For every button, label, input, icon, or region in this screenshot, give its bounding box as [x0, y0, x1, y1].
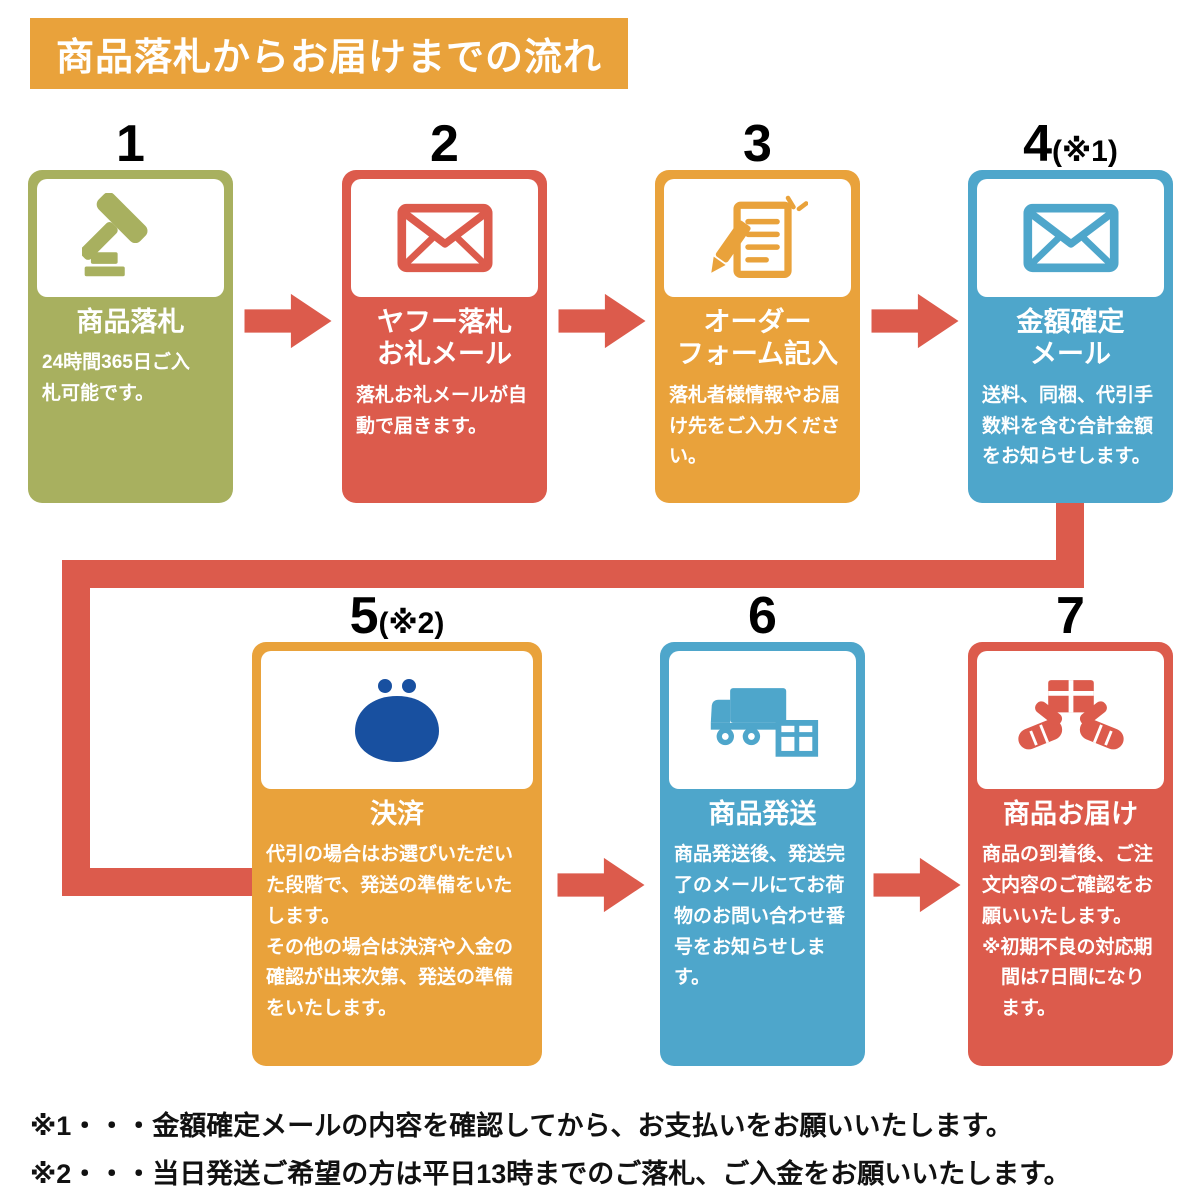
step-card-6: 商品発送 商品発送後、発送完 了のメールにてお荷 物のお問い合わせ番 号をお知ら…	[660, 642, 865, 1066]
step-description: 商品発送後、発送完 了のメールにてお荷 物のお問い合わせ番 号をお知らせします。	[674, 844, 846, 989]
coin-purse-icon	[261, 651, 533, 789]
step-title: オーダー フォーム記入	[676, 307, 839, 370]
step-title: 商品お届け	[1003, 799, 1138, 829]
step-number-text: 6	[748, 587, 777, 645]
step-number-text: 3	[743, 115, 772, 173]
flow-arrow-6-7	[872, 856, 962, 919]
step-description: 送料、同梱、代引手 数料を含む合計金額 をお知らせします。	[982, 384, 1154, 468]
step-card-4: 金額確定 メール 送料、同梱、代引手 数料を含む合計金額 をお知らせします。	[968, 170, 1173, 503]
step-description: 商品の到着後、ご注 文内容のご確認をお 願いいたします。 ※初期不良の対応期 間…	[982, 844, 1154, 1020]
step-card-3: オーダー フォーム記入 落札者様情報やお届 け先をご入力くださ い。	[655, 170, 860, 503]
step-card-1: 商品落札 24時間365日ご入 札可能です。	[28, 170, 233, 503]
truck-box-icon	[669, 651, 856, 789]
step-number-suffix: (※2)	[378, 607, 445, 640]
step-number-text: 1	[116, 115, 145, 173]
step-title: 商品落札	[76, 307, 185, 337]
footnote-2: ※2・・・当日発送ご希望の方は平日13時までのご落札、ご入金をお願いいたします。	[30, 1159, 1071, 1189]
step-description: 代引の場合はお選びいただい た段階で、発送の準備をいた します。 その他の場合は…	[266, 844, 514, 1020]
step-card-2: ヤフー落札 お礼メール 落札お礼メールが自 動で届きます。	[342, 170, 547, 503]
step-number-text: 2	[430, 115, 459, 173]
order-form-icon	[664, 179, 851, 297]
step-number-1: 1	[28, 118, 233, 170]
footnote-1: ※1・・・金額確定メールの内容を確認してから、お支払いをお願いいたします。	[30, 1111, 1013, 1141]
flow-arrow-3-4	[870, 292, 960, 355]
step-number-2: 2	[342, 118, 547, 170]
step-number-suffix: (※1)	[1052, 135, 1118, 168]
step-title: ヤフー落札 お礼メール	[377, 307, 512, 370]
step-title: 決済	[370, 799, 424, 829]
flow-arrow-5-6	[556, 856, 646, 919]
step-number-4: 4(※1)	[968, 118, 1173, 170]
step-card-7: 商品お届け 商品の到着後、ご注 文内容のご確認をお 願いいたします。 ※初期不良…	[968, 642, 1173, 1066]
step-card-5: 決済 代引の場合はお選びいただい た段階で、発送の準備をいた します。 その他の…	[252, 642, 542, 1066]
flow-connector-segment	[62, 560, 1084, 588]
delivery-hands-icon	[977, 651, 1164, 789]
envelope-icon	[977, 179, 1164, 297]
envelope-icon	[351, 179, 538, 297]
page-title: 商品落札からお届けまでの流れ	[30, 18, 629, 89]
step-number-text: 5	[349, 587, 379, 645]
step-number-7: 7	[968, 590, 1173, 642]
gavel-icon	[37, 179, 224, 297]
step-number-3: 3	[655, 118, 860, 170]
step-title: 金額確定 メール	[1016, 307, 1125, 370]
step-title: 商品発送	[708, 799, 817, 829]
flow-arrow-2-3	[557, 292, 647, 355]
flow-arrow-1-2	[243, 292, 333, 355]
step-number-6: 6	[660, 590, 865, 642]
flow-connector-segment	[62, 868, 258, 896]
step-description: 落札お礼メールが自 動で届きます。	[356, 384, 528, 437]
flow-connector-segment	[62, 560, 90, 896]
step-number-text: 4	[1023, 115, 1053, 173]
step-number-5: 5(※2)	[252, 590, 542, 642]
step-number-text: 7	[1056, 587, 1085, 645]
step-description: 24時間365日ご入 札可能です。	[42, 352, 190, 405]
step-description: 落札者様情報やお届 け先をご入力くださ い。	[669, 384, 841, 468]
